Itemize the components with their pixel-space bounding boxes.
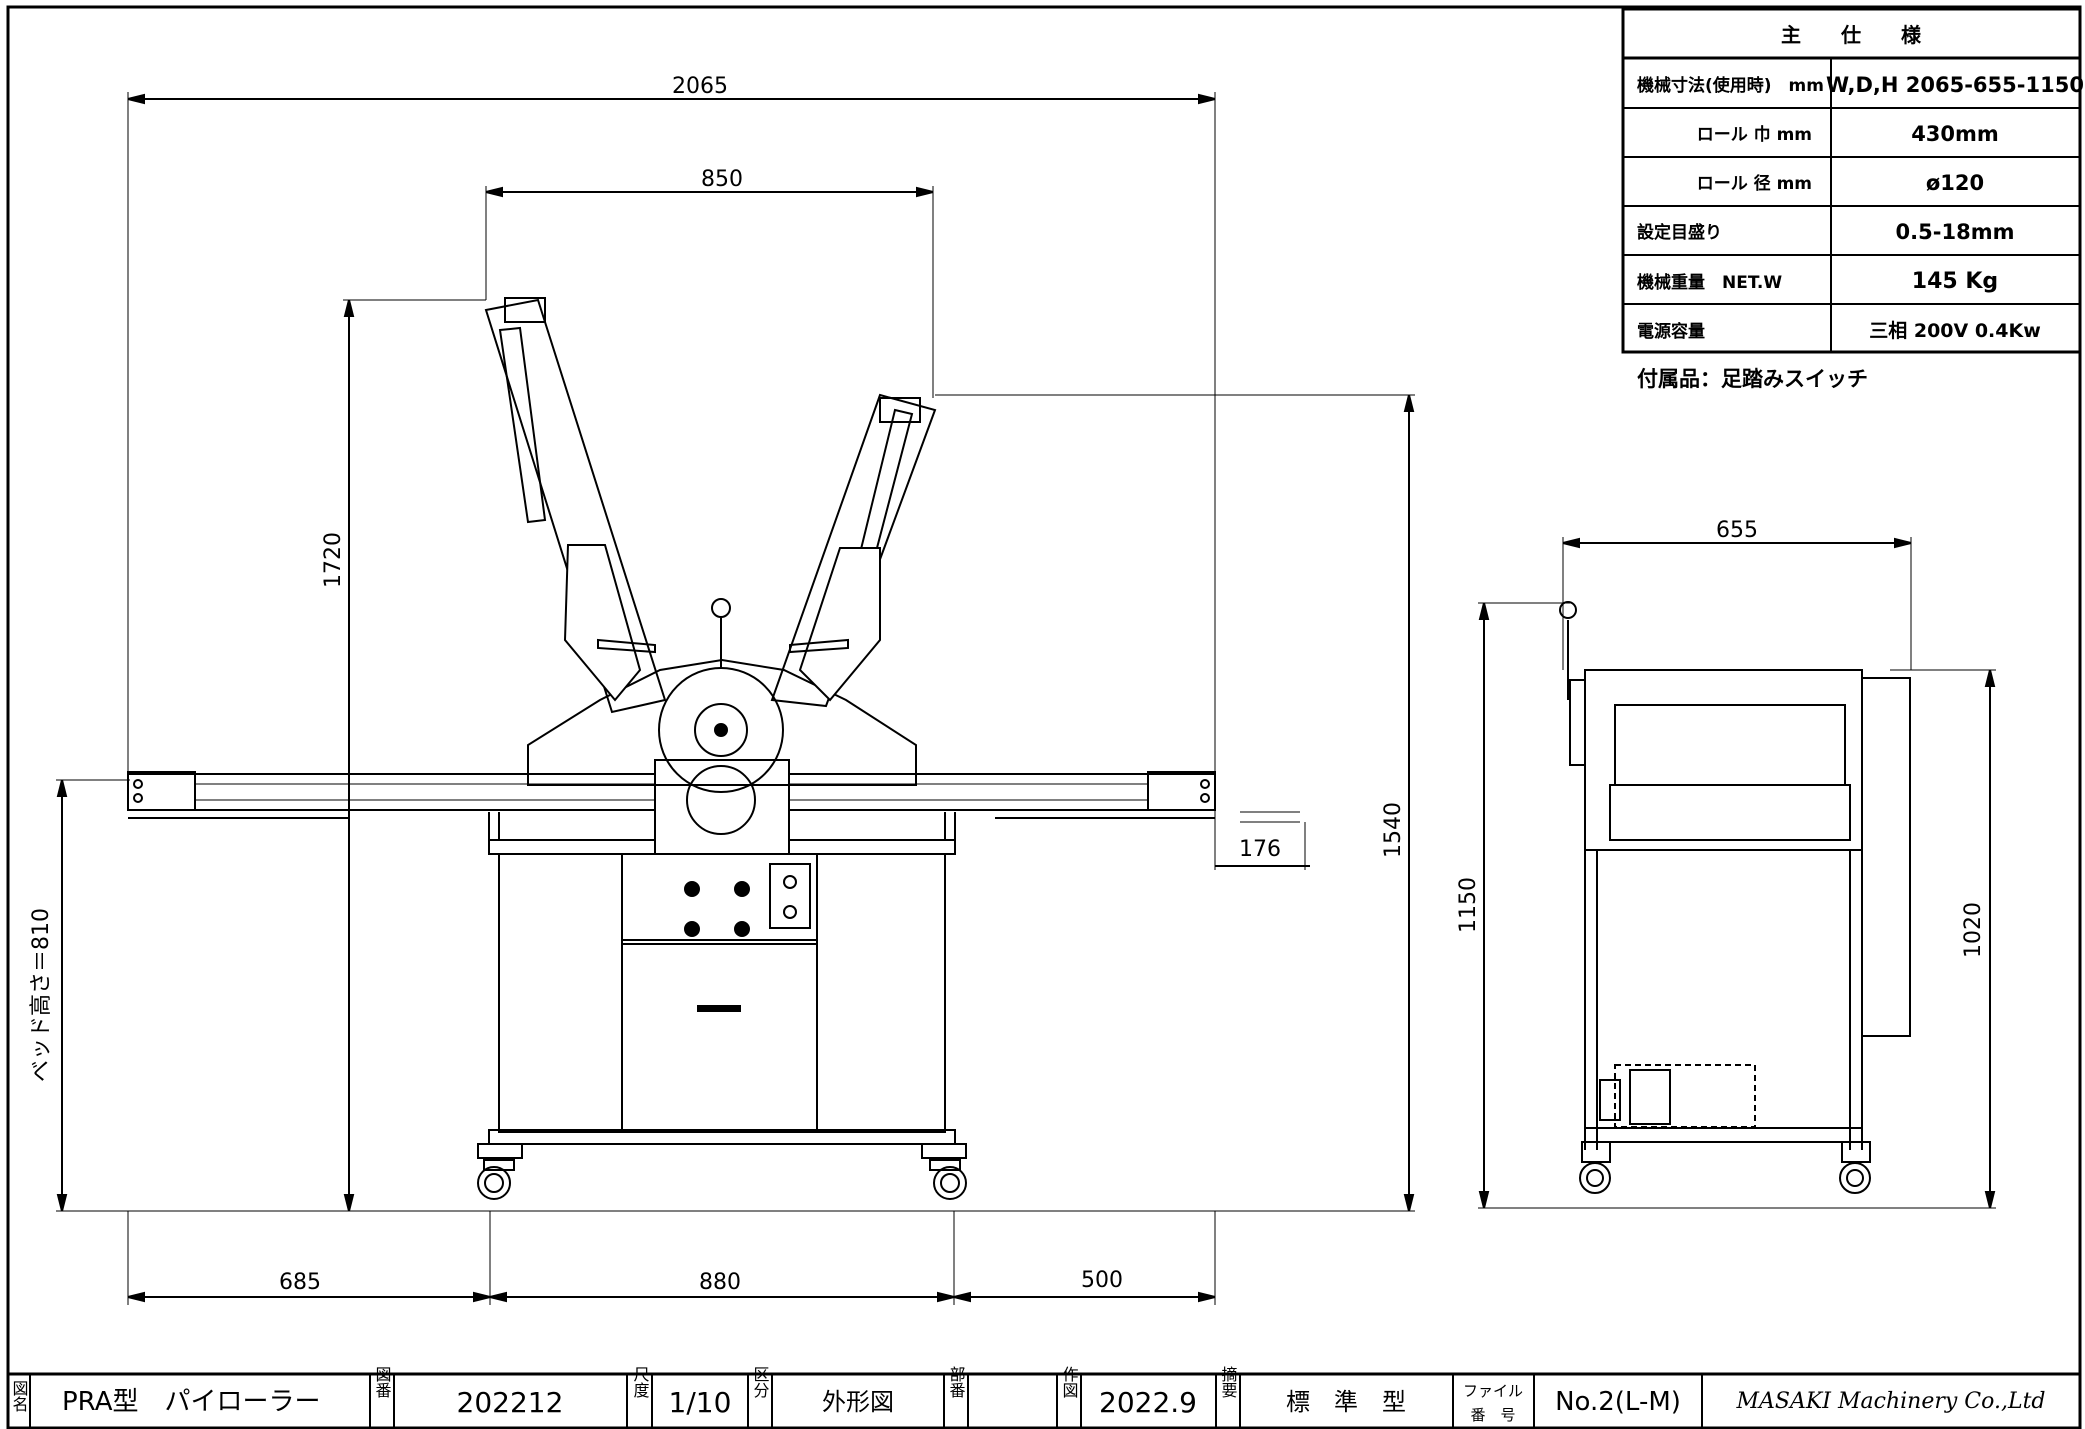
tb-made-value: 2022.9 (1099, 1386, 1197, 1419)
spec-table (1621, 7, 2082, 354)
spec-value: W,D,H 2065-655-1150 (1826, 73, 2084, 97)
spec-label: 設定目盛り (1637, 222, 1722, 243)
dim-depth: 655 (1716, 518, 1758, 543)
tb-number-label: 図番 (373, 1366, 392, 1398)
sheet-border (6, 5, 2082, 1429)
dim-height: 1150 (1456, 877, 1481, 933)
spec-label: ロール 巾 mm (1697, 124, 1812, 145)
dim-total-height: 1540 (1381, 802, 1406, 858)
tb-note-value: 標 準 型 (1286, 1388, 1406, 1416)
tb-number-value: 202212 (457, 1386, 564, 1419)
spec-label: ロール 径 mm (1697, 173, 1812, 194)
tb-category-label: 区分 (751, 1366, 770, 1399)
dim-body-height: 1020 (1961, 902, 1986, 958)
dim-overall-width: 2065 (672, 74, 728, 99)
caster-right (921, 1143, 967, 1200)
tb-file-label: ファイル (1463, 1382, 1523, 1400)
dim-raised-height: 1720 (321, 532, 346, 588)
spec-label: 電源容量 (1637, 321, 1705, 342)
tb-note-label: 摘要 (1219, 1366, 1238, 1399)
spec-value: ø120 (1926, 171, 1984, 195)
dim-base-width: 880 (699, 1270, 741, 1295)
tb-dept-label: 部番 (947, 1366, 966, 1398)
front-view (56, 92, 1415, 1305)
dim-bed-height: ベッド高さ＝810 (29, 908, 54, 1082)
tb-file-label: 番 号 (1470, 1406, 1515, 1424)
tb-name-value: PRA型 パイローラー (62, 1387, 320, 1417)
dim-left-offset: 685 (279, 1270, 321, 1295)
spec-value: 三相 200V 0.4Kw (1869, 320, 2041, 342)
spec-value: 145 Kg (1912, 269, 1998, 294)
spec-value: 430mm (1911, 122, 1999, 146)
spec-header: 主 仕 様 (1781, 23, 1922, 47)
dim-table-overhang: 176 (1239, 837, 1281, 862)
dim-right-offset: 500 (1081, 1268, 1123, 1293)
tb-file-value: No.2(L-M) (1555, 1387, 1681, 1417)
spec-label: 機械寸法(使用時) mm (1637, 75, 1824, 96)
side-view (1478, 537, 1996, 1209)
dim-arm-span: 850 (701, 167, 743, 192)
tb-scale-label: 尺度 (631, 1366, 650, 1398)
tb-scale-value: 1/10 (669, 1386, 732, 1419)
caster-left (477, 1143, 523, 1200)
tb-made-label: 作図 (1060, 1366, 1079, 1398)
accessory-note: 付属品：足踏みスイッチ (1637, 367, 1868, 391)
tb-category-value: 外形図 (822, 1388, 894, 1416)
title-block (8, 1372, 2080, 1428)
tb-company: MASAKI Machinery Co.,Ltd (1736, 1389, 2046, 1414)
tb-name-label: 図名 (10, 1380, 29, 1412)
spec-label: 機械重量 NET.W (1637, 272, 1782, 293)
spec-value: 0.5-18mm (1896, 220, 2015, 244)
